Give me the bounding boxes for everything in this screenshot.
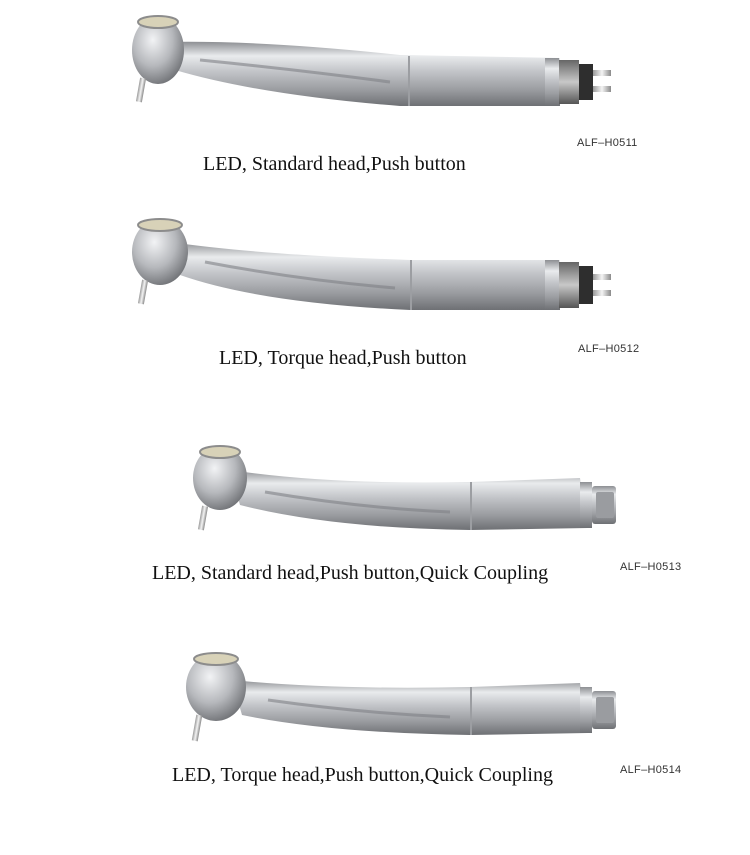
- product-code: ALF–H0514: [620, 764, 682, 776]
- product-caption: LED, Standard head,Push button: [203, 153, 466, 175]
- handpiece-standard-4hole-image: [132, 15, 611, 106]
- product-alf-h0512: LED, Torque head,Push button ALF–H0512: [0, 200, 750, 400]
- product-code: ALF–H0512: [578, 343, 640, 355]
- handpiece-standard-quick-coupling-image: [193, 445, 616, 531]
- product-code: ALF–H0511: [577, 137, 638, 149]
- product-alf-h0513: LED, Standard head,Push button,Quick Cou…: [0, 430, 750, 630]
- handpiece-torque-quick-coupling-image: [186, 652, 616, 742]
- product-code: ALF–H0513: [620, 561, 682, 573]
- product-caption: LED, Torque head,Push button: [219, 347, 467, 369]
- handpiece-torque-4hole-image: [132, 218, 611, 310]
- product-caption: LED, Torque head,Push button,Quick Coupl…: [172, 764, 553, 786]
- product-alf-h0514: LED, Torque head,Push button,Quick Coupl…: [0, 635, 750, 855]
- product-alf-h0511: LED, Standard head,Push button ALF–H0511: [0, 0, 750, 200]
- product-caption: LED, Standard head,Push button,Quick Cou…: [152, 562, 549, 584]
